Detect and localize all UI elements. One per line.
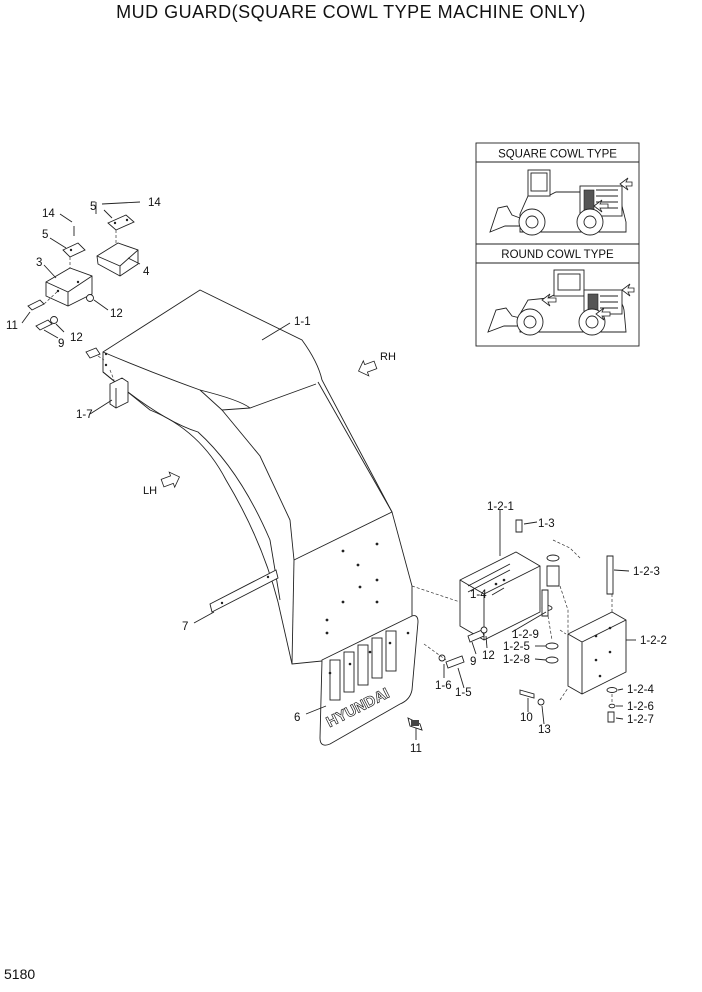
loader-square-cowl-illustration [489, 169, 633, 236]
loader-round-cowl-illustration [487, 269, 635, 336]
lh-label: LH [143, 485, 157, 497]
part-label: 14 [42, 208, 55, 220]
part-label: 7 [182, 621, 188, 633]
mud-flap-6: HYUNDAI [319, 615, 419, 746]
part-labels: 1-1 1-7 14 5 14 5 3 4 12 11 12 9 7 6 11 … [6, 197, 667, 755]
part-label: 1-4 [470, 589, 487, 601]
part-label: 5 [42, 229, 48, 241]
part-label: 3 [36, 257, 42, 269]
part-label: 13 [538, 724, 551, 736]
part-label: 11 [410, 743, 422, 755]
bolt-11-lower [407, 717, 423, 731]
fastener-near-guard [85, 347, 105, 361]
right-bracket-assembly [411, 519, 627, 723]
part-label: 11 [6, 320, 18, 332]
part-label: 9 [470, 656, 476, 668]
inset-frame [475, 142, 640, 347]
diagram-title: MUD GUARD(SQUARE COWL TYPE MACHINE ONLY) [116, 2, 586, 22]
cowl-type-inset: SQUARE COWL TYPE ROUND COWL TYPE [475, 142, 640, 347]
upper-bracket-assembly [27, 202, 139, 331]
part-label: 4 [143, 266, 150, 278]
part-label: 1-1 [294, 316, 311, 328]
part-label: 12 [482, 650, 495, 662]
part-label: 1-3 [538, 518, 555, 530]
part-label: 1-2-4 [627, 684, 654, 696]
part-label: 1-2-8 [503, 654, 530, 666]
rh-direction-arrow: RH [358, 351, 396, 377]
part-label: 12 [110, 308, 123, 320]
part-label: 14 [148, 197, 161, 209]
rh-label: RH [380, 351, 396, 363]
part-label: 1-5 [455, 687, 472, 699]
part-label: 6 [294, 712, 300, 724]
mud-guard-panel [102, 289, 413, 665]
part-label: 10 [520, 712, 533, 724]
part-label: 5 [90, 201, 96, 213]
part-label: 1-2-5 [503, 641, 530, 653]
lh-direction-arrow: LH [143, 471, 180, 497]
part-label: 1-2-9 [512, 629, 539, 641]
inset-label-square: SQUARE COWL TYPE [498, 149, 617, 161]
part-label: 1-7 [76, 409, 93, 421]
part-label: 1-6 [435, 680, 452, 692]
part-7-strip [209, 569, 279, 613]
part-label: 9 [58, 338, 64, 350]
part-label: 1-2-2 [640, 635, 667, 647]
part-label: 1-2-1 [487, 501, 514, 513]
part-label: 12 [70, 332, 83, 344]
part-label: 1-2-7 [627, 714, 654, 726]
page-number: 5180 [4, 966, 36, 982]
part-label: 1-2-3 [633, 566, 660, 578]
leader-lines [21, 201, 636, 740]
clip-1-7 [109, 369, 129, 409]
inset-label-round: ROUND COWL TYPE [501, 249, 614, 261]
part-label: 1-2-6 [627, 701, 654, 713]
